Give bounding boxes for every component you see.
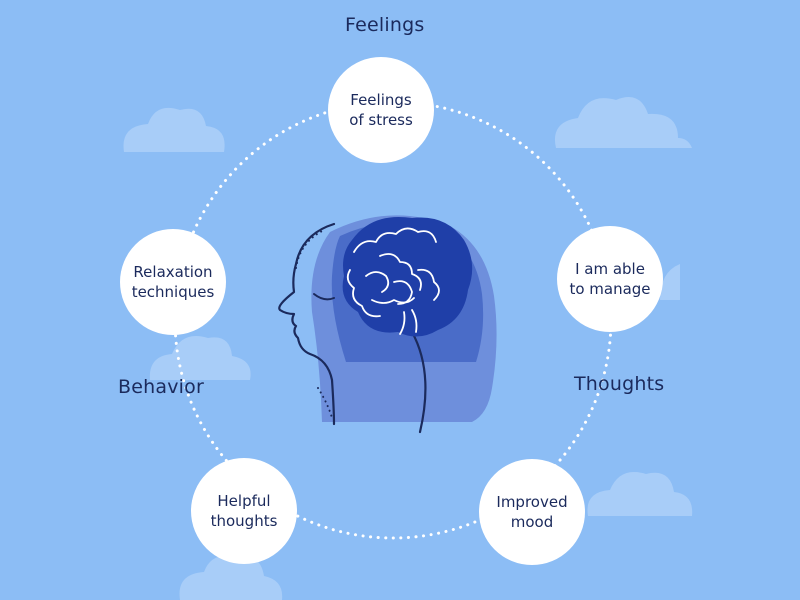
node-label: I am able to manage (569, 260, 651, 298)
cloud-icon (149, 336, 251, 380)
cloud-icon (123, 107, 225, 152)
node-label: Relaxation techniques (131, 263, 215, 301)
node-feelings-of-stress: Feelings of stress (328, 57, 434, 163)
cloud-icon (179, 555, 283, 600)
category-label-behavior: Behavior (118, 376, 204, 398)
category-label-feelings: Feelings (345, 14, 425, 36)
cloud-icon (554, 97, 692, 148)
cloud-icon (660, 264, 680, 300)
node-label: Improved mood (496, 493, 568, 531)
node-label: Helpful thoughts (210, 492, 278, 530)
node-able-to-manage: I am able to manage (557, 226, 663, 332)
cloud-icon (587, 472, 693, 516)
node-label: Feelings of stress (349, 91, 413, 129)
node-improved-mood: Improved mood (479, 459, 585, 565)
category-label-thoughts: Thoughts (574, 373, 665, 395)
node-relaxation-techniques: Relaxation techniques (120, 229, 226, 335)
brain-icon (342, 216, 473, 337)
node-helpful-thoughts: Helpful thoughts (191, 458, 297, 564)
